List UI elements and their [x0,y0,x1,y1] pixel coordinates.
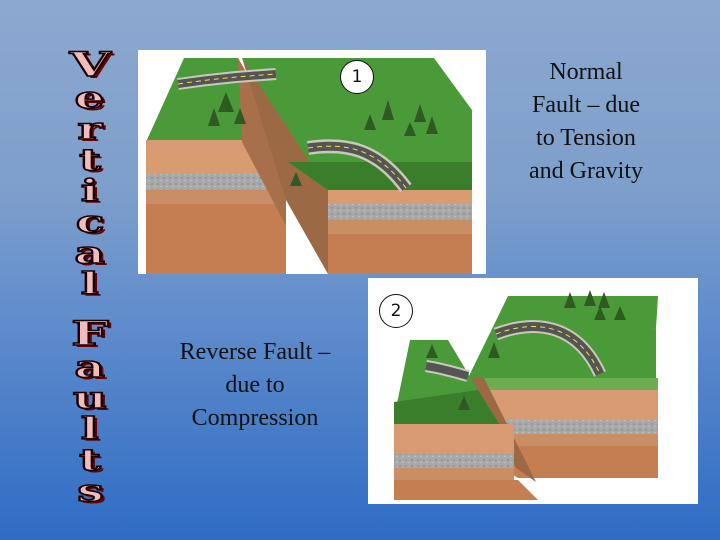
title-letter: i [80,174,100,209]
caption-line: Compression [191,405,319,431]
title-letter: V [68,45,111,85]
title-letter: t [78,143,102,178]
caption-line: and Gravity [529,158,643,184]
normal-fault-illustration [146,58,472,274]
title-letter: l [80,267,100,302]
caption-line: Reverse Fault – [179,339,331,365]
reverse-fault-illustration [394,290,658,500]
title-letter: F [70,314,110,354]
normal-fault-panel [138,50,486,274]
caption-line: to Tension [536,125,636,151]
left-block-strata [394,424,514,454]
fault-face [238,58,286,226]
right-block-grass [242,58,472,190]
figure-number-1: 1 [340,60,374,94]
title-letter: t [78,443,102,478]
reverse-fault-caption: Reverse Fault – due to Compression [150,336,360,435]
title-letter: a [74,236,107,271]
title-letter: a [74,350,107,385]
road-lower [425,362,470,380]
trees [426,290,626,410]
title-letter: e [74,81,106,116]
title-letter: u [72,381,108,416]
left-block-grass [394,340,478,418]
vertical-title-word-1: V e r t i c a l [50,45,130,302]
title-letter: c [75,205,106,240]
caption-line: due to [225,372,285,398]
title-letter: s [76,474,105,509]
trees [208,92,438,186]
vertical-title-word-2: F a u l t s [50,314,130,509]
caption-line: Fault – due [532,92,640,118]
caption-line: Normal [549,59,623,85]
reverse-fault-panel [368,278,698,504]
figure-number-2: 2 [379,294,413,328]
normal-fault-caption: Normal Fault – due to Tension and Gravit… [506,56,666,188]
title-letter: l [80,412,100,447]
title-letter: r [77,112,104,147]
